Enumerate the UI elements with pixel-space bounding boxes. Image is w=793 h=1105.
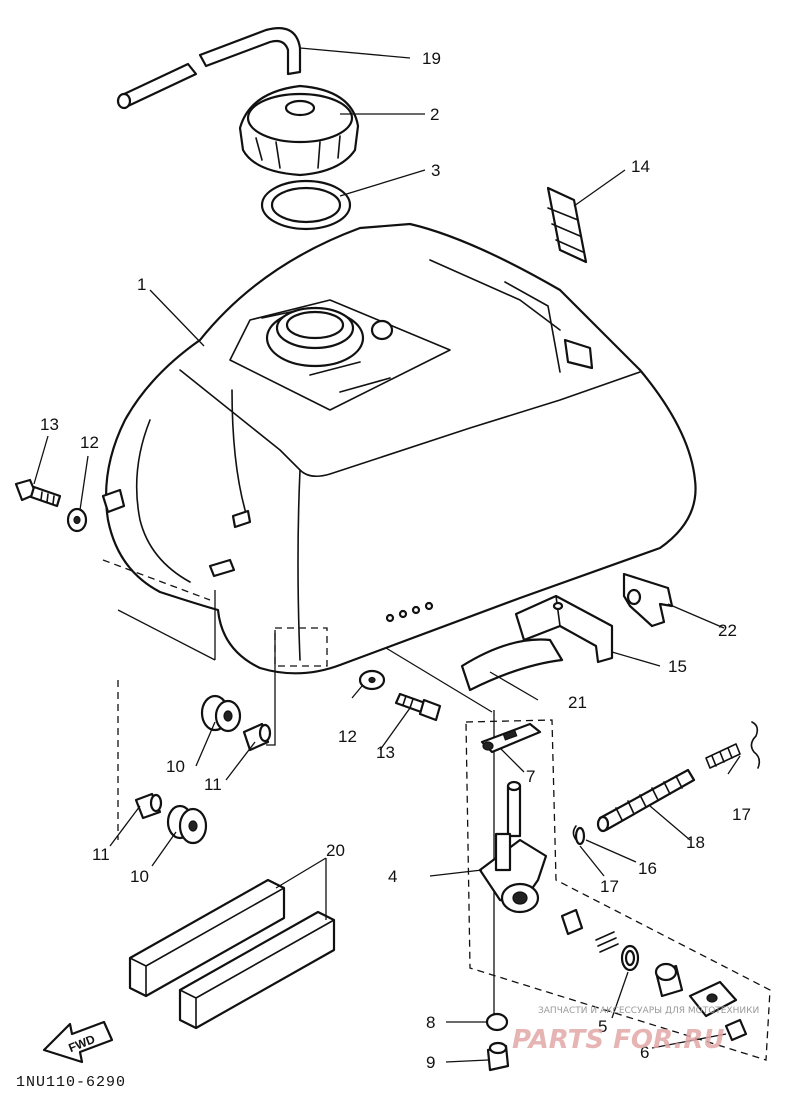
callout-3: 3 <box>431 161 440 180</box>
part-21-rubber-sheet <box>460 638 564 692</box>
callout-10-lower: 10 <box>130 867 149 886</box>
callout-14: 14 <box>631 157 650 176</box>
part-13-bolt-left <box>14 478 62 508</box>
part-13-bolt-right <box>394 692 442 722</box>
callout-4: 4 <box>388 867 397 886</box>
callout-15: 15 <box>668 657 687 676</box>
guide-line-left <box>102 559 211 840</box>
callout-10-upper: 10 <box>166 757 185 776</box>
part-6-screw <box>724 1018 748 1042</box>
callout-11-upper: 11 <box>204 775 222 794</box>
callout-8: 8 <box>426 1013 435 1032</box>
diagram-code: 1NU110-6290 <box>16 1074 126 1091</box>
watermark-logo: PARTS FOR.RU <box>512 1025 725 1055</box>
callout-19: 19 <box>422 49 441 68</box>
part-10-grommet-upper <box>200 694 242 733</box>
fuel-cock-internal-parts <box>560 908 738 1018</box>
part-1-fuel-tank <box>104 222 697 675</box>
callout-16: 16 <box>638 859 657 878</box>
callout-12-right: 12 <box>338 727 357 746</box>
part-16-hose-clip <box>572 825 586 846</box>
part-18-fuel-hose <box>596 768 696 833</box>
callout-22: 22 <box>718 621 737 640</box>
tank-mount-bosses <box>101 488 252 578</box>
part-9-drain-screw <box>486 1041 510 1072</box>
watermark-caption: ЗАПЧАСТИ И АКСЕССУАРЫ ДЛЯ МОТОТЕХНИКИ <box>538 1006 759 1016</box>
part-8-washer <box>485 1012 509 1032</box>
callout-17-right: 17 <box>732 805 751 824</box>
fuel-cock-assembly-outline <box>465 719 771 1061</box>
callout-leader-lines <box>33 47 741 1063</box>
part-11-collar-lower <box>134 792 163 820</box>
callout-5: 5 <box>598 1017 607 1036</box>
part-17-clip-b <box>750 721 761 769</box>
part-14-damper <box>546 186 588 264</box>
part-22-bracket <box>622 572 674 628</box>
callout-numbers: 19 2 3 14 1 13 12 12 13 10 11 11 10 20 4… <box>40 49 751 1072</box>
callout-6: 6 <box>640 1043 649 1062</box>
part-3-cap-gasket <box>260 179 352 231</box>
callout-13-right: 13 <box>376 743 395 762</box>
part-17-clip-a <box>705 743 741 769</box>
watermark: ЗАПЧАСТИ И АКСЕССУАРЫ ДЛЯ МОТОТЕХНИКИ PA… <box>512 1006 759 1055</box>
callout-2: 2 <box>430 105 439 124</box>
callout-11-lower: 11 <box>92 845 110 864</box>
part-2-fuel-cap <box>238 84 360 177</box>
callout-18: 18 <box>686 833 705 852</box>
guide-bracket-left <box>117 590 276 746</box>
part-5-o-ring <box>620 944 640 972</box>
part-19-breather-hose <box>116 27 302 110</box>
part-12-washer-left <box>66 507 88 533</box>
part-20-foam-blocks <box>128 878 336 1030</box>
part-10-grommet-lower <box>166 804 208 845</box>
callout-7: 7 <box>526 767 535 786</box>
callout-21: 21 <box>568 693 587 712</box>
callout-20: 20 <box>326 841 345 860</box>
part-11-collar-upper <box>242 722 272 752</box>
callout-9: 9 <box>426 1053 435 1072</box>
callout-17-mid: 17 <box>600 877 619 896</box>
fwd-direction-arrow: FWD <box>42 1020 114 1064</box>
callout-12-left: 12 <box>80 433 99 452</box>
callout-13-left: 13 <box>40 415 59 434</box>
part-15-holder <box>514 594 614 664</box>
callout-1: 1 <box>137 275 146 294</box>
part-7-gasket <box>480 722 542 754</box>
part-12-washer-right <box>358 669 386 691</box>
part-4-fuel-cock <box>478 780 548 914</box>
